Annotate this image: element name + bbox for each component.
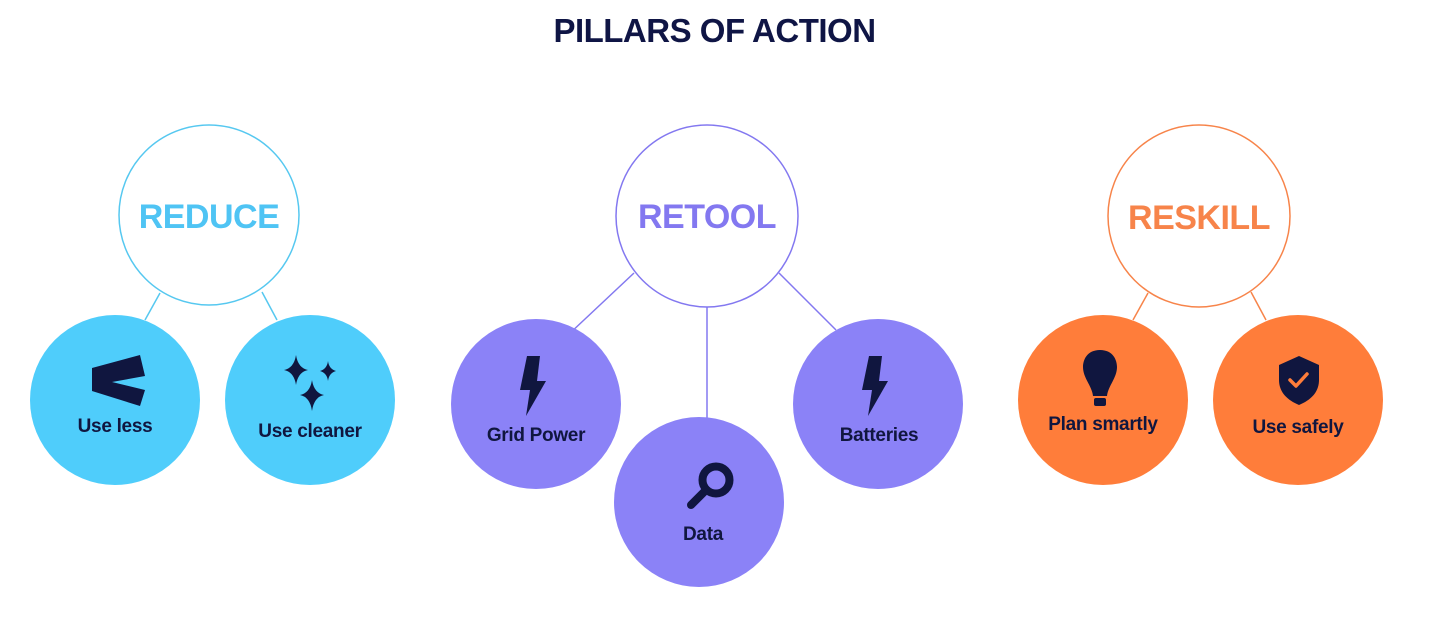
connector-line (778, 272, 837, 331)
action-label: Use cleaner (258, 421, 362, 442)
lightning-bolt-icon (862, 356, 888, 416)
connector-line (1132, 292, 1149, 321)
pillar-circle (615, 124, 799, 308)
connector-line (144, 292, 161, 321)
sparkles-icon (284, 355, 336, 411)
action-node-batteries: Batteries (793, 319, 963, 489)
pillar-title: RETOOL (638, 198, 776, 236)
pillar-retool: RETOOL Grid Power Data Batteries (451, 124, 963, 587)
action-node-data: Data (614, 417, 784, 587)
action-node-use-less: Use less (30, 315, 200, 485)
magnifying-glass-icon (687, 462, 734, 509)
action-circle (793, 319, 963, 489)
pillar-circle (118, 124, 300, 306)
action-label: Grid Power (487, 425, 586, 446)
action-label: Use less (78, 416, 153, 437)
action-label: Data (683, 524, 724, 545)
shield-check-icon (1279, 356, 1319, 405)
action-node-use-cleaner: Use cleaner (225, 315, 395, 485)
pillar-reduce: REDUCE Use less Use cleaner (30, 124, 395, 485)
pillar-circle (1107, 124, 1291, 308)
action-label: Use safely (1252, 417, 1344, 438)
pillar-reskill: RESKILL Plan smartly Use safely (1018, 124, 1383, 485)
action-label: Batteries (840, 425, 919, 446)
connector-line (567, 272, 635, 336)
less-than-icon (92, 355, 145, 406)
connector-line (261, 291, 278, 321)
action-circle (451, 319, 621, 489)
connector-line (1250, 291, 1267, 321)
action-node-use-safely: Use safely (1213, 315, 1383, 485)
action-node-grid-power: Grid Power (451, 319, 621, 489)
lightning-bolt-icon (520, 356, 546, 416)
pillar-title: REDUCE (139, 198, 280, 236)
lightbulb-icon (1083, 350, 1117, 406)
page-title: PILLARS OF ACTION (553, 12, 876, 49)
action-circle (30, 315, 200, 485)
action-label: Plan smartly (1048, 414, 1158, 435)
pillar-title: RESKILL (1128, 199, 1270, 237)
action-node-plan-smartly: Plan smartly (1018, 315, 1188, 485)
